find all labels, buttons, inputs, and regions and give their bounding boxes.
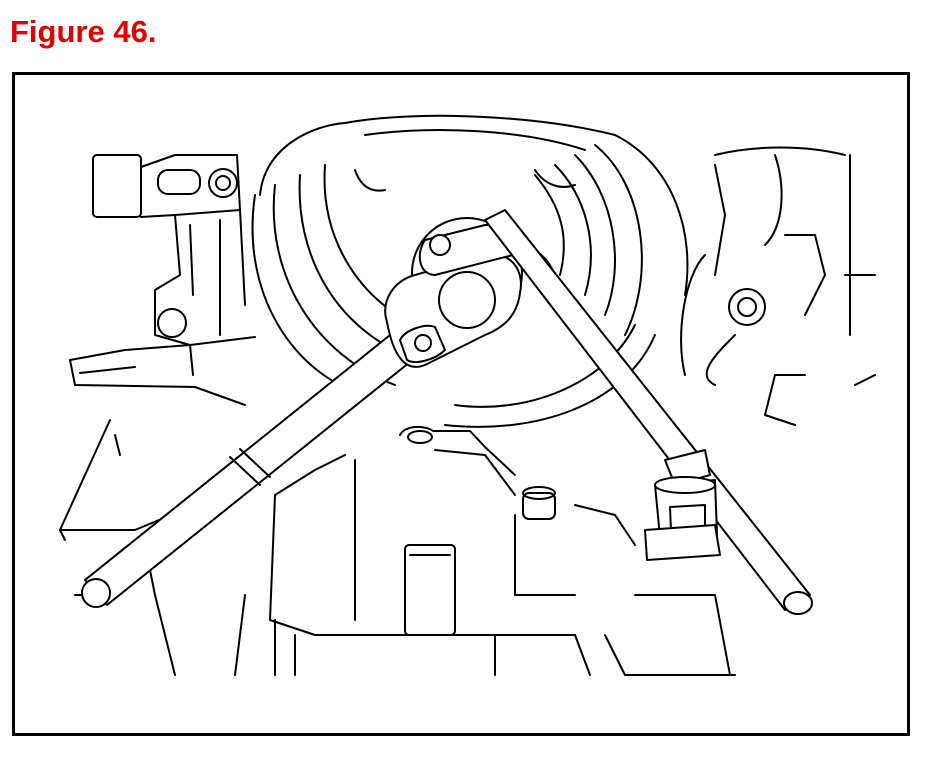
socket-wrench-head — [384, 223, 522, 368]
illustration-frame — [12, 72, 910, 736]
engine-block — [59, 146, 876, 676]
figure-label: Figure 46. — [10, 14, 157, 49]
ratchet-handle-left — [81, 334, 416, 608]
socket-on-bolt — [644, 449, 721, 561]
engine-illustration — [59, 114, 876, 676]
